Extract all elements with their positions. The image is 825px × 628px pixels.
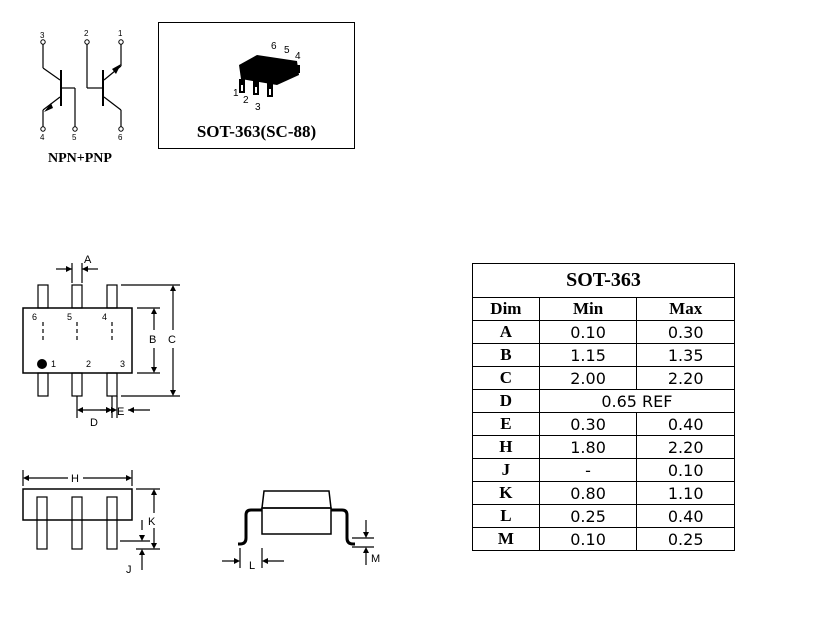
top-pin-label: 3 — [120, 359, 125, 369]
table-row: J - 0.10 — [472, 458, 735, 482]
dim-label-b: B — [149, 334, 156, 346]
min-cell: 0.10 — [538, 320, 638, 344]
min-cell: 0.30 — [538, 412, 638, 436]
dim-label-h: H — [71, 473, 79, 485]
pnp-emitter-arrow — [112, 64, 121, 74]
dim-cell: B — [472, 343, 540, 367]
max-cell: 0.40 — [636, 504, 735, 528]
max-cell: 0.30 — [636, 320, 735, 344]
package-box: 6 5 4 1 2 3 SOT-363(SC-88) — [158, 22, 355, 149]
dim-cell: H — [472, 435, 540, 459]
table-row: D 0.65 REF — [472, 389, 736, 413]
table-header: Dim — [472, 297, 540, 321]
schematic-caption: NPN+PNP — [48, 151, 112, 166]
dim-cell: E — [472, 412, 540, 436]
pkg-pin-label: 1 — [233, 88, 239, 99]
pin1-marker-dot — [37, 359, 47, 369]
schem-pin-label: 2 — [84, 29, 89, 38]
pkg-pin-label: 6 — [271, 41, 277, 52]
table-header: Min — [538, 297, 638, 321]
table-title: SOT-363 — [472, 263, 735, 298]
dim-cell: M — [472, 527, 540, 551]
table-row: L 0.25 0.40 — [472, 504, 735, 528]
dim-cell: C — [472, 366, 540, 390]
min-cell: 2.00 — [538, 366, 638, 390]
top-pin-label: 5 — [67, 312, 72, 322]
schem-pin-label: 6 — [118, 133, 123, 142]
package-title: SOT-363(SC-88) — [196, 122, 317, 141]
table-header: Max — [636, 297, 735, 321]
max-cell: 2.20 — [636, 435, 735, 459]
dim-label-j: J — [126, 564, 132, 576]
table-row: M 0.10 0.25 — [472, 527, 735, 551]
schem-pin-label: 1 — [118, 29, 123, 38]
min-cell: 0.10 — [538, 527, 638, 551]
max-cell: 2.20 — [636, 366, 735, 390]
top-pin-label: 4 — [102, 312, 107, 322]
top-pin-label: 1 — [51, 359, 56, 369]
table-row: B 1.15 1.35 — [472, 343, 735, 367]
dim-label-l: L — [249, 560, 255, 572]
dim-cell: A — [472, 320, 540, 344]
dim-cell: D — [472, 389, 540, 413]
min-cell: 0.80 — [538, 481, 638, 505]
package-3d-icon: 6 5 4 1 2 3 — [233, 41, 301, 113]
npn-emitter-arrow — [44, 103, 53, 112]
table-row: E 0.30 0.40 — [472, 412, 735, 436]
table-row: C 2.00 2.20 — [472, 366, 735, 390]
dim-label-d: D — [90, 417, 98, 429]
min-cell: 0.25 — [538, 504, 638, 528]
dim-label-e: E — [117, 406, 124, 418]
schem-pin-label: 4 — [40, 133, 45, 142]
max-cell: 1.10 — [636, 481, 735, 505]
schem-pin-label: 5 — [72, 133, 77, 142]
dim-label-a: A — [84, 254, 92, 266]
min-cell: 1.80 — [538, 435, 638, 459]
pkg-pin-label: 5 — [284, 45, 290, 56]
pkg-pin-label: 2 — [243, 95, 249, 106]
dim-cell: J — [472, 458, 540, 482]
table-row: A 0.10 0.30 — [472, 320, 735, 344]
max-cell: 0.25 — [636, 527, 735, 551]
dim-label-m: M — [371, 553, 380, 565]
dim-label-k: K — [148, 516, 156, 528]
top-pin-label: 6 — [32, 312, 37, 322]
max-cell: 0.40 — [636, 412, 735, 436]
schem-pin-label: 3 — [40, 31, 45, 40]
pkg-pin-label: 3 — [255, 102, 261, 113]
max-cell: 0.10 — [636, 458, 735, 482]
ref-cell: 0.65 REF — [538, 389, 736, 413]
dim-cell: L — [472, 504, 540, 528]
dim-label-c: C — [168, 334, 176, 346]
top-pin-label: 2 — [86, 359, 91, 369]
pkg-pin-label: 4 — [295, 51, 301, 62]
min-cell: - — [538, 458, 638, 482]
dim-cell: K — [472, 481, 540, 505]
table-row: H 1.80 2.20 — [472, 435, 735, 459]
min-cell: 1.15 — [538, 343, 638, 367]
dimension-table: SOT-363 Dim Min Max A 0.10 0.30 B 1.15 1… — [472, 263, 736, 551]
table-row: K 0.80 1.10 — [472, 481, 735, 505]
max-cell: 1.35 — [636, 343, 735, 367]
